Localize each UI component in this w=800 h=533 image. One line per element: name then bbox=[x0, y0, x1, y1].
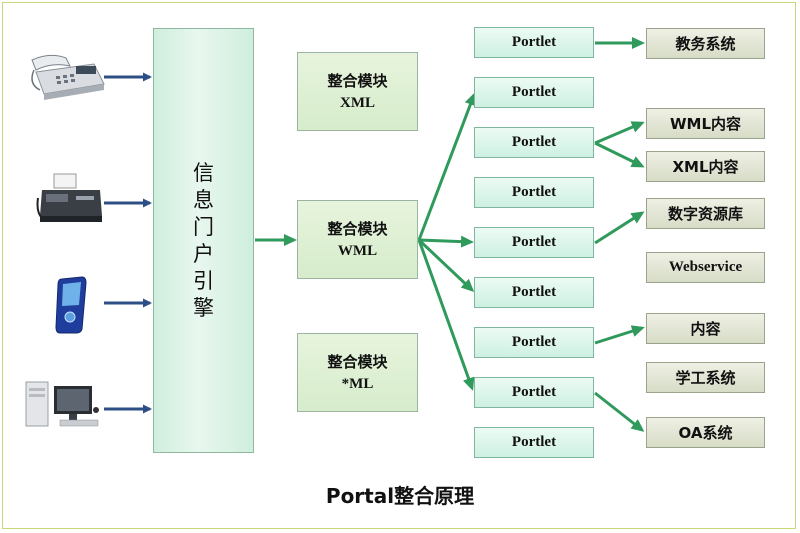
portlet-3-to-target-3-arrow bbox=[594, 141, 645, 168]
target-label: 内容 bbox=[690, 320, 721, 338]
diagram-caption: Portal整合原理 bbox=[325, 484, 475, 508]
portlet-box: Portlet bbox=[474, 77, 594, 108]
module-other-ml-title: 整合模块 bbox=[327, 352, 388, 371]
target-student-affairs: 学工系统 bbox=[646, 362, 765, 393]
portal-engine-box: 信息门户引擎 bbox=[153, 28, 254, 453]
target-digital-library: 数字资源库 bbox=[646, 198, 765, 229]
target-oa-system: OA系统 bbox=[646, 417, 765, 448]
portlet-box: Portlet bbox=[474, 377, 594, 408]
target-label: Webservice bbox=[668, 259, 743, 275]
portlet-box: Portlet bbox=[474, 127, 594, 158]
phone-icon bbox=[31, 54, 105, 100]
portlet-3-to-target-2-arrow bbox=[594, 121, 645, 145]
module-wml-format: WML bbox=[337, 242, 378, 259]
portlet-box: Portlet bbox=[474, 27, 594, 58]
wml-to-portlet-8-arrow bbox=[417, 239, 475, 391]
computer-icon bbox=[25, 381, 99, 427]
target-academic-affairs: 教务系统 bbox=[646, 28, 765, 59]
wml-to-portlet-6-arrow bbox=[417, 238, 475, 293]
portal-engine-label: 信息门户引擎 bbox=[193, 160, 214, 320]
target-label: 学工系统 bbox=[675, 369, 736, 387]
portlet-8-to-target-8-arrow bbox=[594, 391, 645, 432]
target-label: 教务系统 bbox=[675, 35, 736, 53]
portlet-box: Portlet bbox=[474, 277, 594, 308]
module-xml-format: XML bbox=[340, 94, 375, 111]
module-other-ml-format: *ML bbox=[341, 375, 374, 392]
target-content: 内容 bbox=[646, 313, 765, 344]
module-xml: 整合模块 XML bbox=[297, 52, 418, 131]
module-wml: 整合模块 WML bbox=[297, 200, 418, 279]
portlet-7-to-target-6-arrow bbox=[594, 325, 645, 345]
mobile-phone-icon bbox=[55, 276, 87, 334]
module-xml-title: 整合模块 bbox=[327, 71, 388, 90]
wml-to-portlet-5-arrow bbox=[418, 235, 474, 248]
target-webservice: Webservice bbox=[646, 252, 765, 283]
module-wml-title: 整合模块 bbox=[327, 219, 388, 238]
portlet-box: Portlet bbox=[474, 427, 594, 458]
module-other-ml: 整合模块 *ML bbox=[297, 333, 418, 412]
portlet-box: Portlet bbox=[474, 327, 594, 358]
portlet-box: Portlet bbox=[474, 177, 594, 208]
target-xml-content: XML内容 bbox=[646, 151, 765, 182]
target-label: XML内容 bbox=[672, 158, 739, 176]
portlet-5-to-target-4-arrow bbox=[594, 211, 645, 245]
fax-icon bbox=[36, 173, 102, 222]
target-label: OA系统 bbox=[678, 424, 733, 442]
portlet-box: Portlet bbox=[474, 227, 594, 258]
target-wml-content: WML内容 bbox=[646, 108, 765, 139]
target-label: 数字资源库 bbox=[667, 205, 743, 223]
target-label: WML内容 bbox=[669, 115, 742, 133]
wml-to-portlet-2-arrow bbox=[417, 92, 477, 241]
